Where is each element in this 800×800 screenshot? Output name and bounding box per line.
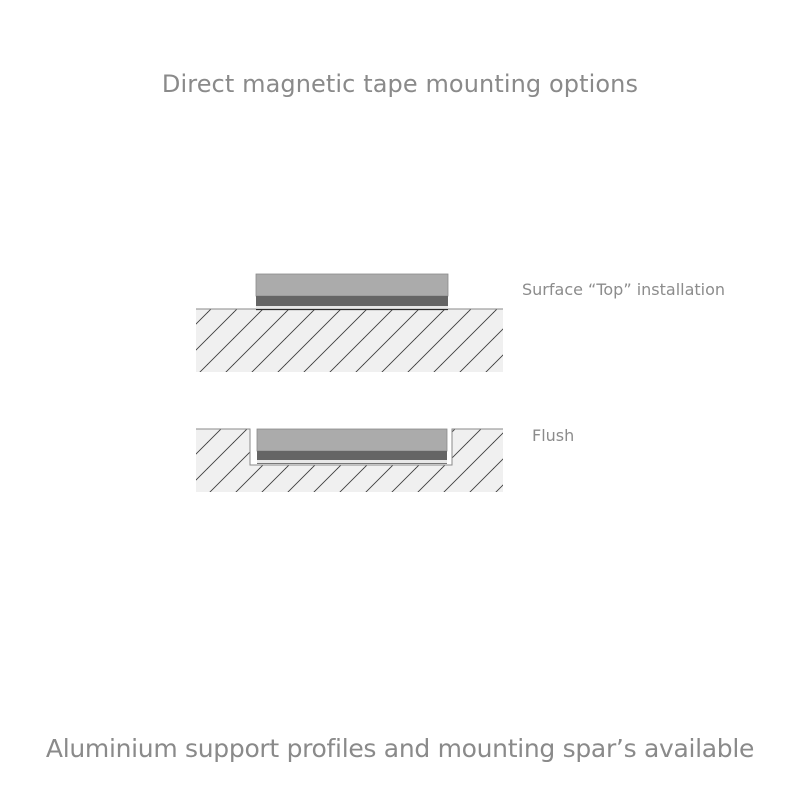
label-flush-installation: Flush	[532, 426, 575, 445]
flush-mount-diagram	[196, 428, 503, 492]
recess-outline	[196, 428, 503, 466]
magnet-strip	[257, 451, 447, 460]
surface-mount-diagram	[196, 273, 503, 372]
page-title: Direct magnetic tape mounting options	[161, 70, 639, 98]
magnet-base	[256, 306, 448, 309]
substrate-surface	[196, 309, 503, 372]
magnet-base	[257, 460, 447, 463]
magnet-body	[255, 273, 449, 297]
footer-note: Aluminium support profiles and mounting …	[45, 734, 755, 763]
magnetic-tape-flush	[256, 428, 448, 464]
label-surface-installation: Surface “Top” installation	[522, 280, 726, 299]
magnet-strip	[256, 296, 448, 306]
substrate-flush	[196, 429, 503, 492]
magnet-body	[256, 428, 448, 452]
magnetic-tape-surface	[255, 273, 449, 311]
